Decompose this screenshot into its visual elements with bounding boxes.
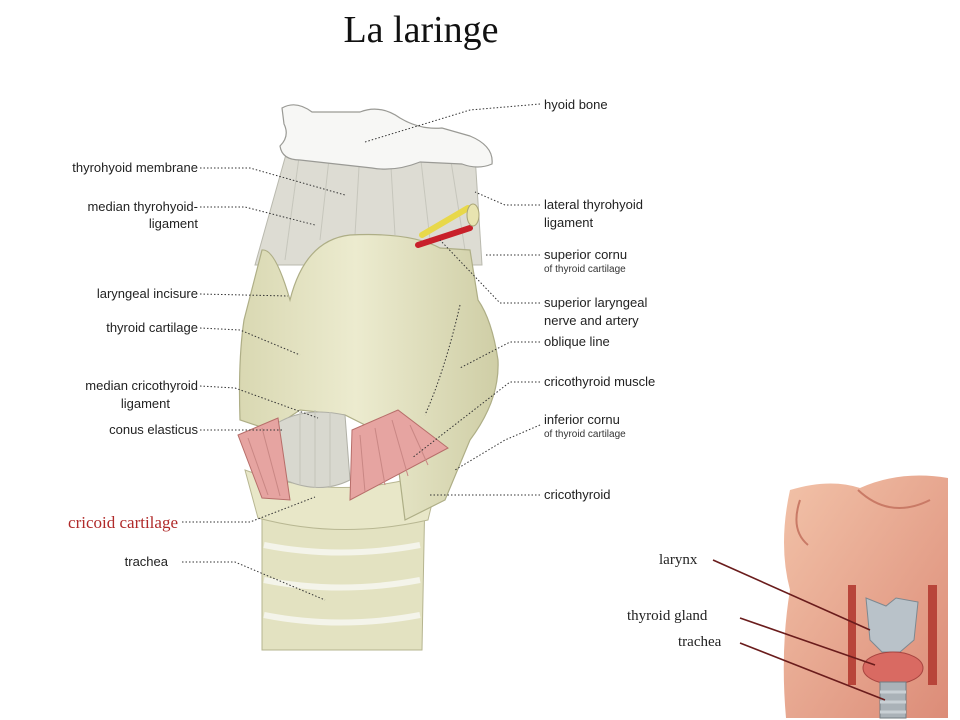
label-median-cricothyroid-2: ligament (121, 396, 171, 411)
label-thyroid-cartilage: thyroid cartilage (106, 320, 198, 335)
inset-leader-lines (712, 559, 886, 701)
label-superior-laryngeal-1: superior laryngeal (544, 295, 647, 310)
chin-contour (857, 489, 931, 509)
label-cricothyroid-muscle: cricothyroid muscle (544, 374, 655, 389)
inset-label-thyroid-gland: thyroid gland (627, 608, 708, 624)
label-superior-laryngeal-2: nerve and artery (544, 313, 639, 328)
label-cricothyroid: cricothyroid (544, 487, 610, 502)
ear-contour (795, 499, 809, 546)
label-oblique-line: oblique line (544, 334, 610, 349)
label-thyrohyoid-membrane: thyrohyoid membrane (72, 160, 198, 175)
inset-label-larynx: larynx (659, 552, 698, 568)
label-inferior-cornu-sub: of thyroid cartilage (544, 429, 626, 440)
neck-skin (783, 475, 948, 718)
label-hyoid-bone: hyoid bone (544, 97, 608, 112)
neck-inset (783, 475, 948, 719)
leader-lines-right (364, 103, 541, 496)
superior-laryngeal-artery (415, 225, 473, 248)
cricothyroid-muscle-right (349, 409, 449, 501)
hyoid-bone-shape (279, 104, 493, 170)
muscle-fibers (247, 419, 429, 497)
label-median-thyrohyoid-1: median thyrohyoid- (87, 199, 198, 214)
superior-laryngeal-nerve (419, 205, 471, 238)
label-cricoid-cartilage: cricoid cartilage (68, 513, 178, 532)
inset-label-trachea: trachea (678, 634, 722, 650)
cricothyroid-muscle-left (237, 417, 291, 501)
label-superior-cornu: superior cornu (544, 247, 627, 262)
label-conus-elasticus: conus elasticus (109, 422, 198, 437)
label-median-thyrohyoid-2: ligament (149, 216, 199, 231)
lateral-thyrohyoid-nodule (466, 203, 480, 227)
tracheal-rings (263, 542, 421, 626)
label-trachea: trachea (125, 554, 169, 569)
label-lateral-thyrohyoid-2: ligament (544, 215, 594, 230)
inset-thyroid-gland (862, 651, 924, 685)
neck-muscle-left (848, 585, 856, 685)
label-inferior-cornu: inferior cornu (544, 412, 620, 427)
inset-larynx (865, 597, 919, 653)
neck-muscle-right (928, 585, 937, 685)
label-laryngeal-incisure: laryngeal incisure (97, 286, 198, 301)
cricothyroid-ligament-fibers (299, 410, 331, 488)
leader-lines-left (182, 167, 346, 601)
label-median-cricothyroid-1: median cricothyroid (85, 378, 198, 393)
label-superior-cornu-sub: of thyroid cartilage (544, 264, 626, 275)
label-lateral-thyrohyoid-1: lateral thyrohyoid (544, 197, 643, 212)
slide-title: La laringe (343, 9, 499, 51)
inset-trachea-rings (880, 690, 906, 714)
